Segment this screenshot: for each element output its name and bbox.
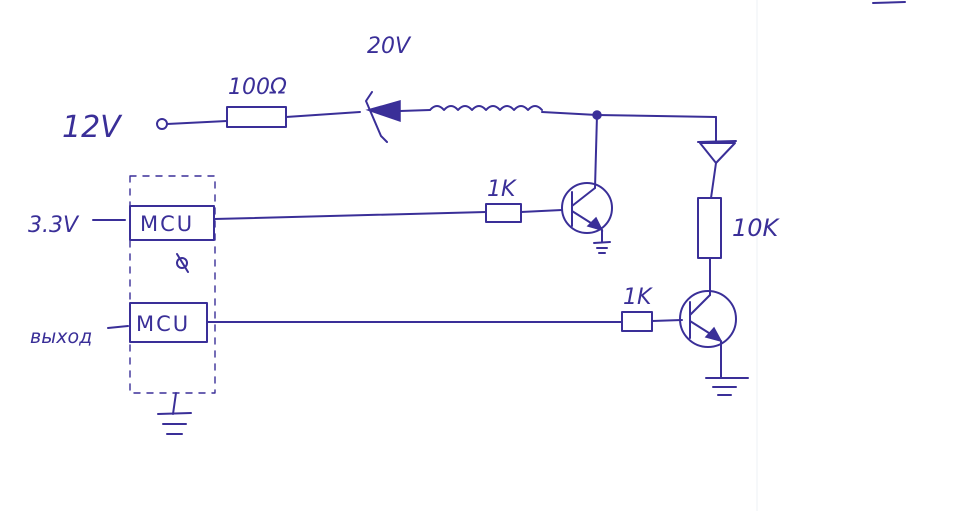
resistor-1k-top: [485, 203, 522, 223]
wire-mcu-r1k-top: [213, 211, 487, 220]
diode-right: [697, 140, 737, 164]
resistor-10k: [697, 197, 722, 259]
terminal-12v: [156, 118, 168, 130]
corner-mark: [872, 1, 906, 4]
zener-diode: [365, 91, 431, 143]
wire-input-mcu: [107, 325, 129, 329]
mcu-top-label: MCU: [140, 212, 194, 236]
label-3v3: 3.3V: [28, 213, 80, 238]
wire-r1k-base-top: [520, 209, 563, 213]
label-1k-bottom: 1K: [623, 285, 653, 310]
wire-node-right: [596, 114, 717, 118]
ground-transistor-bottom: [705, 377, 749, 396]
wire-mcu-ground: [172, 392, 177, 415]
resistor-100ohm: [226, 106, 287, 128]
label-12v: 12V: [62, 110, 123, 145]
wire-inductor-node: [541, 111, 598, 116]
mcu-block-top: [129, 205, 215, 241]
label-10k: 10K: [732, 214, 781, 242]
inductor-coil: [429, 105, 543, 111]
wire-node-collector: [594, 114, 598, 189]
ground-transistor-top: [593, 241, 611, 254]
mcu-bottom-label: MCU: [136, 312, 190, 336]
wire-12v-r100: [166, 120, 228, 125]
label-20v: 20V: [367, 34, 412, 59]
wire-r100-zener: [285, 111, 361, 118]
label-1k-top: 1K: [487, 177, 517, 202]
label-bottom-input: выход: [30, 326, 92, 348]
mcu-top-mark: [176, 253, 189, 273]
wire-diode-r10k: [710, 162, 717, 199]
resistor-1k-bottom: [621, 311, 653, 332]
mcu-enclosure: [129, 175, 216, 394]
transistor-bottom: [679, 290, 737, 348]
transistor-top: [561, 182, 613, 234]
wire-r1k-base-bottom: [651, 319, 683, 322]
label-100ohm: 100Ω: [228, 75, 287, 100]
ground-mcu: [157, 412, 192, 435]
